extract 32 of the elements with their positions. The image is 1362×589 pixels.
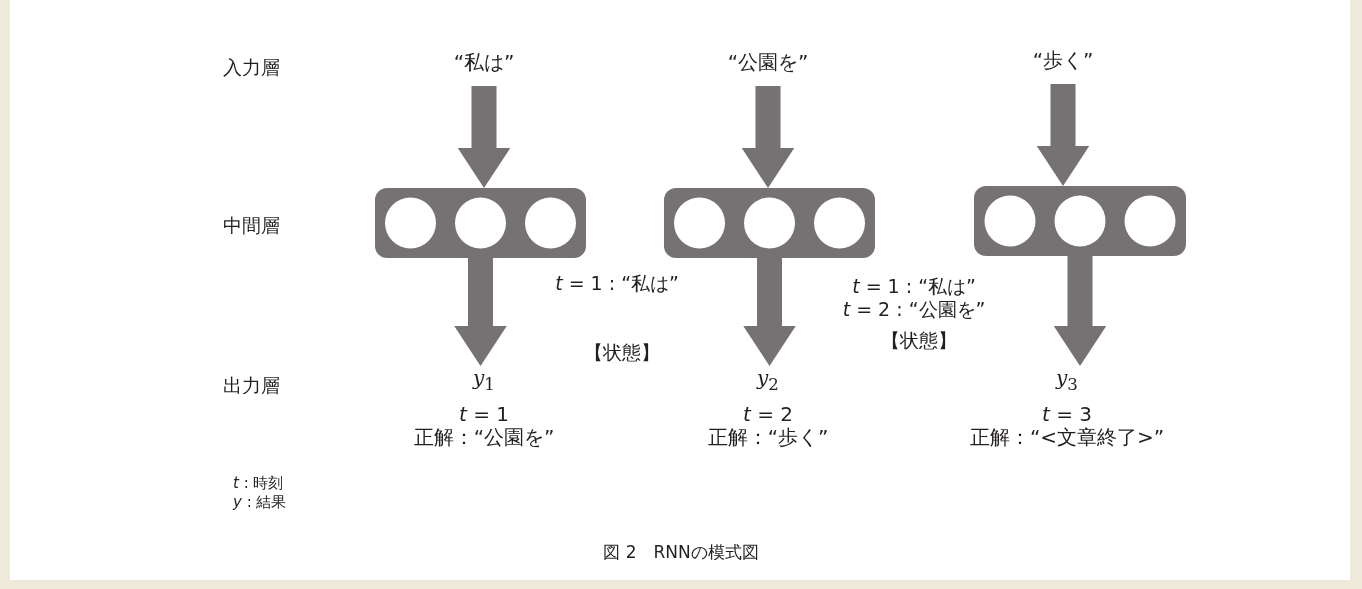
output-label: y$_{2}$: [757, 366, 779, 396]
state-label: 【状態】: [881, 329, 957, 351]
figure-caption: 図 2 RNNの模式図: [603, 541, 759, 563]
state-label: 【状態】: [584, 341, 660, 363]
time-step-label: t = 1: [459, 403, 509, 425]
hidden-layer-box: [375, 188, 586, 258]
state-text: t = 2 : “公園を”: [842, 298, 986, 320]
hidden-layer-box: [974, 186, 1186, 256]
layer-label: 中間層: [223, 214, 280, 236]
correct-answer-label: 正解：“公園を”: [413, 426, 555, 448]
state-text: t = 1 : “私は”: [852, 275, 976, 297]
block-arrow: [457, 86, 511, 188]
block-arrow: [741, 86, 795, 188]
input-word: “公園を”: [727, 50, 809, 74]
hidden-layer-box: [664, 188, 875, 258]
legend-note: y : 結果: [233, 492, 287, 513]
block-arrow: [743, 258, 796, 366]
state-text: t = 1 : “私は”: [555, 272, 679, 294]
output-label: y$_{3}$: [1056, 366, 1078, 396]
legend-note: t : 時刻: [233, 473, 284, 494]
block-arrow: [1053, 256, 1107, 366]
time-step-label: t = 3: [1042, 403, 1092, 425]
layer-label: 入力層: [223, 56, 280, 78]
time-step-label: t = 2: [743, 403, 793, 425]
block-arrow: [1036, 84, 1090, 186]
input-word: “歩く”: [1032, 48, 1094, 72]
block-arrow: [454, 258, 507, 366]
layer-label: 出力層: [223, 374, 280, 396]
correct-answer-label: 正解：“歩く”: [707, 426, 829, 448]
output-label: y$_{1}$: [473, 366, 495, 396]
input-word: “私は”: [453, 50, 515, 74]
correct-answer-label: 正解：“<文章終了>”: [969, 426, 1165, 448]
